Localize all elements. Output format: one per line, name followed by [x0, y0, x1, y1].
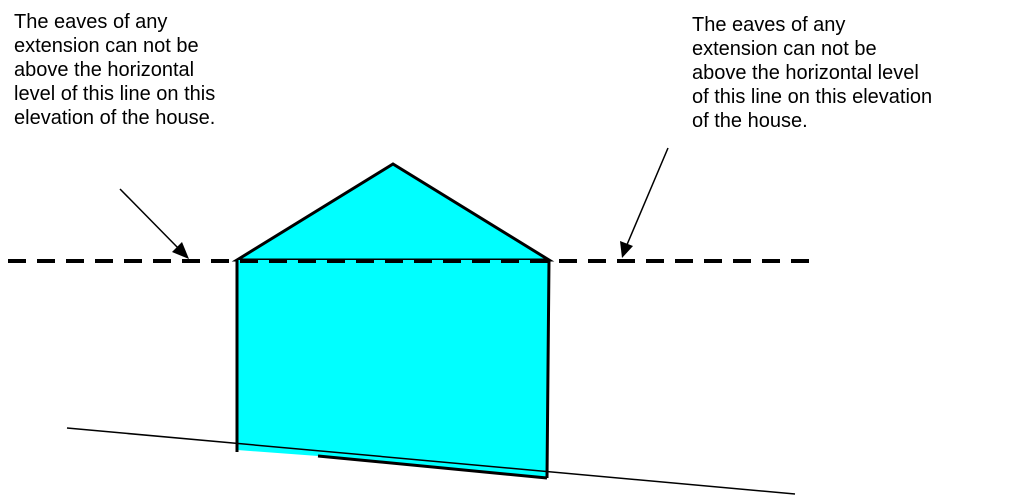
left-arrowhead: [172, 242, 189, 259]
right-annotation-line: extension can not be: [692, 38, 877, 60]
left-annotation-line: above the horizontal: [14, 59, 195, 81]
right-pointer-arrow: [625, 147, 669, 248]
right-annotation-line: of the house.: [692, 110, 808, 132]
left-annotation-line: extension can not be: [14, 35, 199, 57]
left-annotation-line: The eaves of any: [14, 11, 168, 33]
right-arrowhead: [620, 241, 633, 258]
left-pointer-arrow: [119, 188, 182, 252]
left-annotation: The eaves of any extension can not be ab…: [14, 10, 215, 130]
right-annotation-line: above the horizontal level: [692, 62, 919, 84]
right-annotation-line: The eaves of any: [692, 14, 846, 36]
ground-line: [66, 427, 796, 495]
house-wall-outline: [235, 259, 551, 480]
house-roof: [231, 162, 555, 262]
left-annotation-line: level of this line on this: [14, 83, 216, 105]
house-wall: [237, 260, 549, 478]
right-annotation-line: of this line on this elevation: [692, 86, 933, 108]
left-annotation-line: elevation of the house.: [14, 107, 216, 129]
right-annotation: The eaves of any extension can not be ab…: [692, 13, 932, 133]
